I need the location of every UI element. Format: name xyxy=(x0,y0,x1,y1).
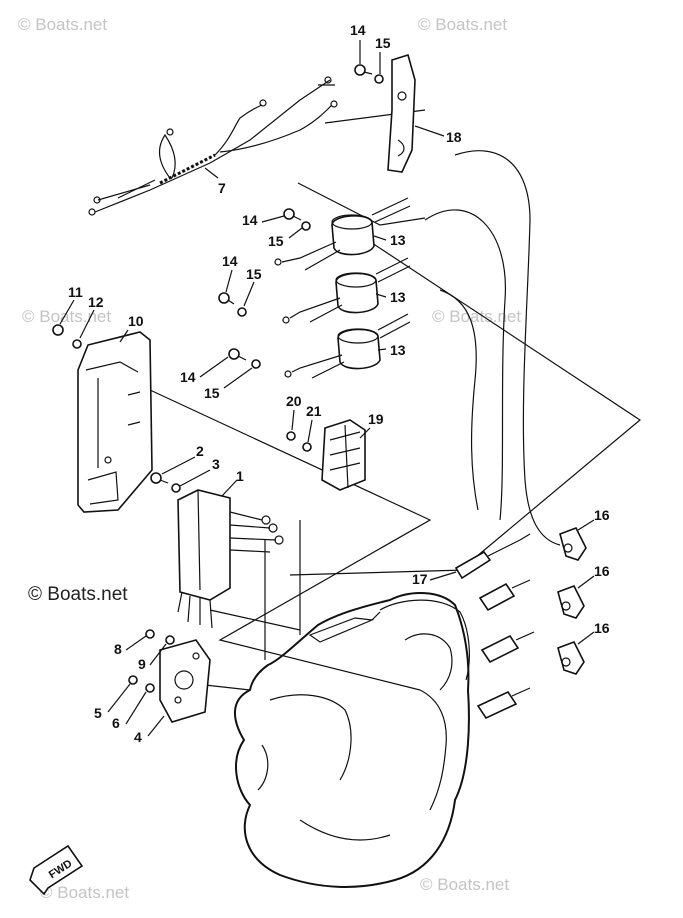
callout-number: 14 xyxy=(350,22,366,38)
cdi-unit xyxy=(177,489,284,629)
bolt xyxy=(218,292,235,305)
callout-number: 5 xyxy=(94,705,102,721)
part-callouts: 14 15 18 7 14 15 13 14 15 13 11 12 10 13… xyxy=(68,22,610,745)
callout-number: 14 xyxy=(180,369,196,385)
callout-number: 17 xyxy=(412,571,428,587)
watermark: © Boats.net xyxy=(432,307,521,326)
watermark: © Boats.net xyxy=(28,584,128,605)
washer xyxy=(237,307,247,317)
spark-plug xyxy=(454,533,531,580)
bolt xyxy=(354,64,373,76)
callout-number: 4 xyxy=(134,729,142,745)
engine-block xyxy=(233,592,470,888)
callout-number: 6 xyxy=(112,715,120,731)
callout-number: 11 xyxy=(68,284,83,300)
callout-number: 16 xyxy=(594,563,610,579)
pulser-plate xyxy=(159,639,211,723)
screw xyxy=(145,629,155,639)
ignition-coil xyxy=(284,313,411,379)
plug-cap xyxy=(559,526,587,561)
wire-harness xyxy=(88,76,338,216)
callout-number: 7 xyxy=(218,180,226,196)
ignition-coil xyxy=(282,257,411,324)
washer xyxy=(302,442,312,452)
callout-number: 13 xyxy=(390,342,406,358)
mounting-bracket xyxy=(387,53,416,173)
callout-number: 16 xyxy=(594,620,610,636)
watermark: © Boats.net xyxy=(418,15,507,34)
watermark: © Boats.net xyxy=(18,15,107,34)
callout-number: 2 xyxy=(196,443,204,459)
cover-plate xyxy=(77,331,153,513)
screw xyxy=(52,324,64,336)
plug-cap xyxy=(557,640,585,675)
callout-number: 16 xyxy=(594,507,610,523)
callout-number: 10 xyxy=(128,313,144,329)
callout-number: 18 xyxy=(446,129,462,145)
callout-number: 21 xyxy=(306,403,322,419)
spark-plug xyxy=(476,687,531,720)
ignition-coil xyxy=(274,197,411,271)
callout-number: 19 xyxy=(368,411,384,427)
callout-number: 15 xyxy=(204,385,220,401)
callout-number: 12 xyxy=(88,294,104,310)
callout-number: 8 xyxy=(114,641,122,657)
callout-number: 15 xyxy=(268,233,284,249)
plug-cap xyxy=(557,584,585,619)
callout-number: 3 xyxy=(212,456,220,472)
screw xyxy=(286,431,296,441)
spark-plug xyxy=(480,631,535,664)
relay-bracket xyxy=(321,419,366,491)
callout-number: 14 xyxy=(222,253,238,269)
washer xyxy=(374,74,384,84)
callout-number: 9 xyxy=(138,656,146,672)
watermark: © Boats.net xyxy=(420,875,509,894)
washer xyxy=(145,683,155,693)
spark-plug xyxy=(478,579,531,612)
forward-arrow-icon: FWD xyxy=(29,844,84,896)
callout-number: 15 xyxy=(246,266,262,282)
washer xyxy=(171,483,181,493)
callout-number: 20 xyxy=(286,393,302,409)
callout-number: 1 xyxy=(236,468,244,484)
washer xyxy=(72,339,82,349)
washer xyxy=(301,221,311,231)
guide-lines xyxy=(149,109,642,691)
bolt xyxy=(283,208,302,221)
callout-number: 13 xyxy=(390,289,406,305)
washer xyxy=(251,359,261,369)
washer xyxy=(165,635,175,645)
leader-lines xyxy=(59,40,595,737)
bolt xyxy=(150,472,169,484)
bolt xyxy=(228,348,247,361)
callout-number: 14 xyxy=(242,212,258,228)
watermark: © Boats.net xyxy=(40,883,129,902)
callout-number: 13 xyxy=(390,232,406,248)
screw xyxy=(128,675,138,685)
callout-number: 15 xyxy=(375,35,391,51)
